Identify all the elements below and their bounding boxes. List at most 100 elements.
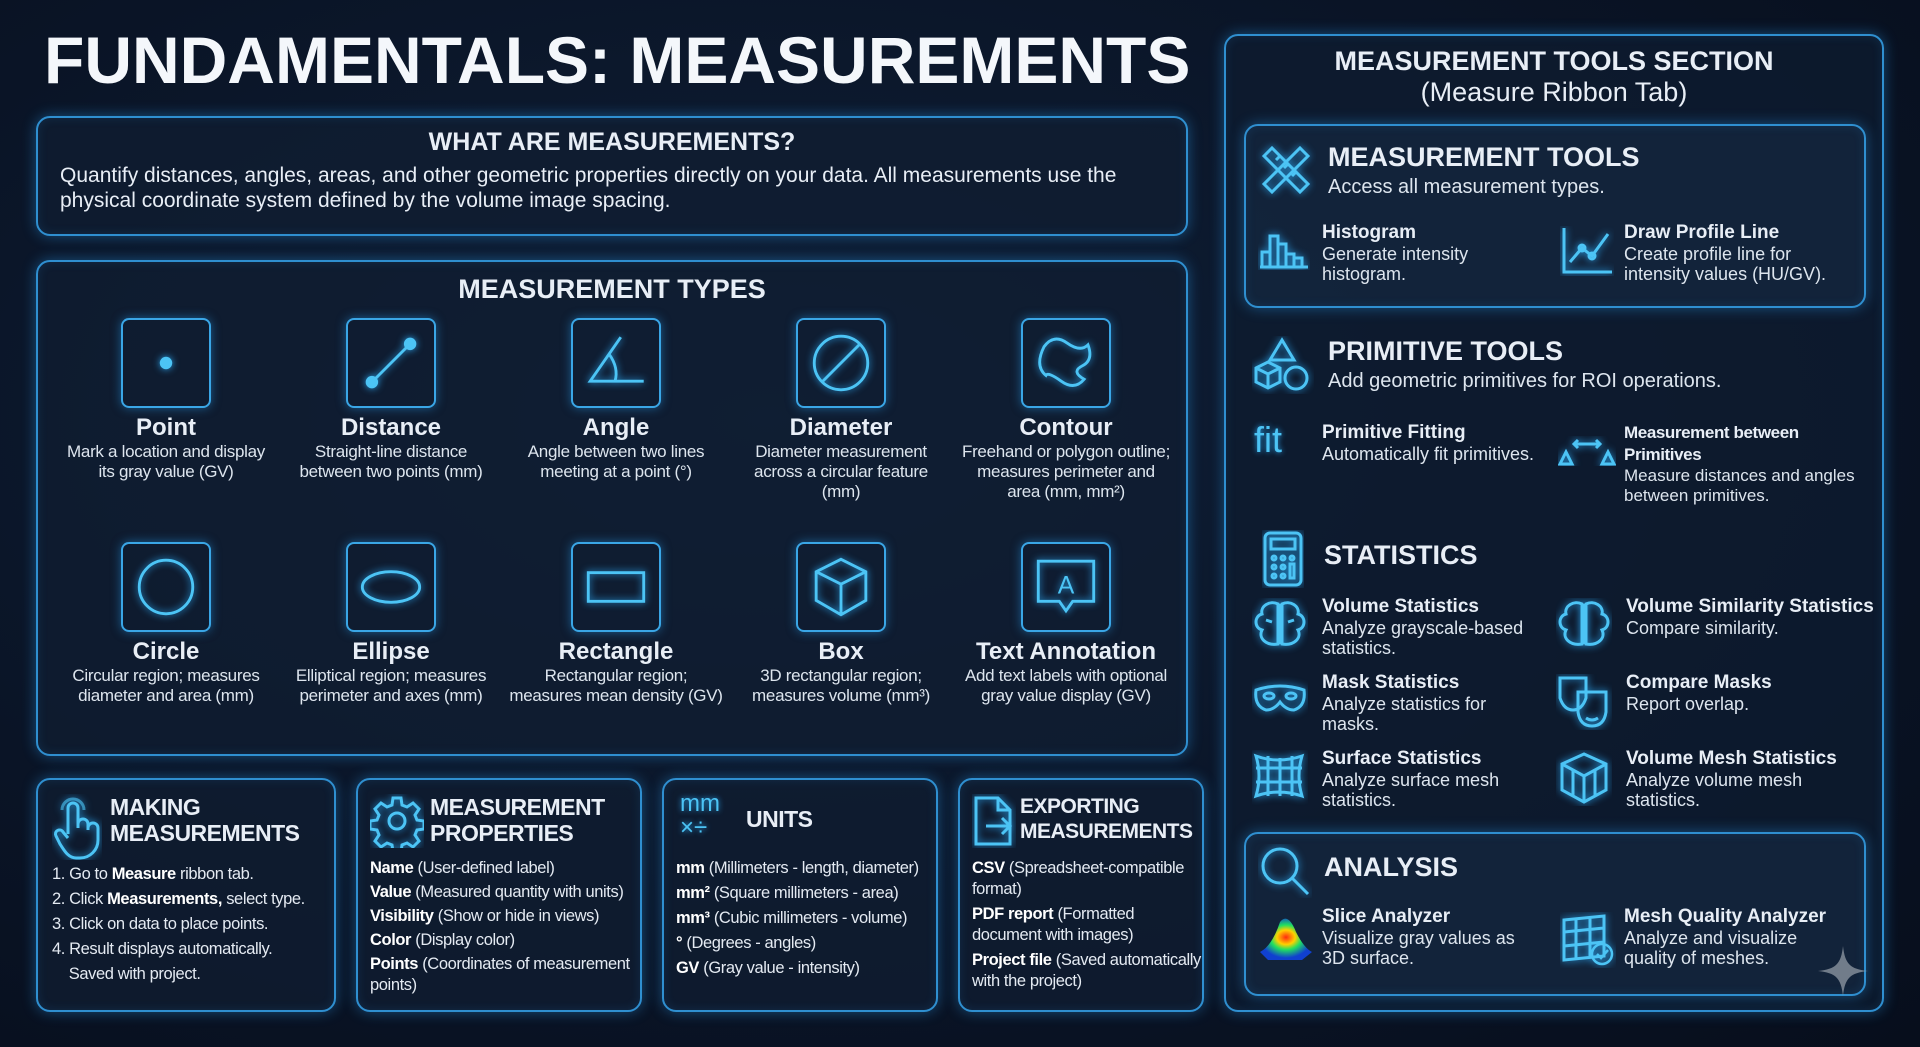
what-text: Quantify distances, angles, areas, and o…	[60, 164, 1117, 212]
circle-icon	[137, 558, 195, 616]
compare-masks-icon	[1558, 676, 1608, 728]
magnifier-icon	[1261, 847, 1310, 896]
type-name: Text Annotation	[976, 638, 1156, 665]
primitive-heading: PRIMITIVE TOOLS	[1328, 336, 1564, 366]
slice-heatmap-icon	[1260, 918, 1312, 960]
volume-statistics-icon	[1254, 601, 1306, 646]
type-name: Box	[818, 638, 864, 665]
gear-icon	[370, 796, 424, 848]
exporting-list: CSV (Spreadsheet-compatible format)PDF r…	[972, 858, 1202, 996]
rectangle-tile[interactable]	[571, 542, 661, 632]
what-heading: WHAT ARE MEASUREMENTS?	[428, 128, 796, 156]
rectangle-icon	[586, 571, 646, 603]
list-item: Project file (Saved automatically with t…	[972, 951, 1201, 990]
step-item: Saved with project.	[52, 965, 201, 983]
units-icon: mm×÷	[680, 790, 720, 841]
ellipse-tile[interactable]	[346, 542, 436, 632]
step-item: 3. Click on data to place points.	[52, 915, 269, 933]
tools-sub: Access all measurement types.	[1328, 176, 1605, 198]
list-item: mm³ (Cubic millimeters - volume)	[676, 909, 908, 927]
box-tile[interactable]	[796, 542, 886, 632]
diameter-icon	[812, 334, 870, 392]
measurement-tools-section-panel: MEASUREMENT TOOLS SECTION (Measure Ribbo…	[1224, 34, 1884, 1012]
type-name: Angle	[582, 414, 650, 441]
point-icon	[159, 356, 173, 370]
units-heading: UNITS	[746, 806, 813, 832]
what-are-measurements-panel: WHAT ARE MEASUREMENTS? Quantify distance…	[36, 116, 1188, 236]
export-file-icon	[974, 796, 1013, 846]
type-desc: Circular region; measures diameter and a…	[72, 666, 260, 705]
list-item: mm (Millimeters - length, diameter)	[676, 859, 919, 877]
type-name: Diameter	[789, 414, 893, 441]
point-tile[interactable]	[121, 318, 211, 408]
angle-icon	[587, 336, 644, 383]
histogram-icon	[1260, 234, 1308, 269]
right-subheading: (Measure Ribbon Tab)	[1420, 77, 1688, 107]
analysis-heading: ANALYSIS	[1324, 852, 1459, 882]
volume-similarity-statistics-icon	[1558, 601, 1610, 646]
type-name: Ellipse	[352, 638, 430, 665]
primitive-fitting-icon: fit	[1254, 419, 1283, 460]
type-desc: Elliptical region; measures perimeter an…	[295, 666, 487, 705]
type-desc: Add text labels with optional gray value…	[964, 666, 1168, 705]
text-annotation-tile[interactable]: A	[1021, 542, 1111, 632]
type-name: Rectangle	[558, 638, 674, 665]
step-item: 4. Result displays automatically.	[52, 940, 273, 958]
profile-line-icon	[1562, 228, 1612, 274]
type-name: Point	[136, 414, 196, 441]
diameter-tile[interactable]	[796, 318, 886, 408]
volume-mesh-statistics-icon	[1560, 752, 1608, 804]
step-item: 2. Click Measurements, select type.	[52, 890, 305, 908]
type-desc: Straight-line distance between two point…	[299, 442, 483, 481]
svg-text:A: A	[1058, 573, 1075, 600]
ruler-cross-icon	[1261, 145, 1311, 195]
page-title: FUNDAMENTALS: MEASUREMENTS	[44, 23, 1191, 97]
list-item: mm² (Square millimeters - area)	[676, 884, 899, 902]
hand-pointer-icon	[54, 797, 100, 860]
list-item: CSV (Spreadsheet-compatible format)	[972, 859, 1185, 898]
list-item: Points (Coordinates of measurement point…	[370, 955, 630, 994]
text-annotation-icon: A	[1036, 559, 1096, 614]
making-steps: 1. Go to Measure ribbon tab.2. Click Mea…	[52, 862, 334, 987]
contour-tile[interactable]	[1021, 318, 1111, 408]
circle-tile[interactable]	[121, 542, 211, 632]
type-desc: Angle between two lines meeting at a poi…	[527, 442, 705, 481]
primitives-shapes-icon	[1254, 337, 1309, 391]
list-item: ° (Degrees - angles)	[676, 934, 816, 952]
calculator-icon	[1263, 531, 1303, 587]
distance-icon	[365, 337, 417, 389]
ellipse-icon	[360, 570, 422, 604]
statistics-heading: STATISTICS	[1324, 540, 1478, 570]
surface-statistics-icon	[1253, 753, 1305, 799]
contour-icon	[1038, 337, 1092, 387]
angle-tile[interactable]	[571, 318, 661, 408]
type-desc: 3D rectangular region; measures volume (…	[752, 666, 930, 705]
mask-statistics-icon	[1254, 684, 1306, 712]
distance-tile[interactable]	[346, 318, 436, 408]
